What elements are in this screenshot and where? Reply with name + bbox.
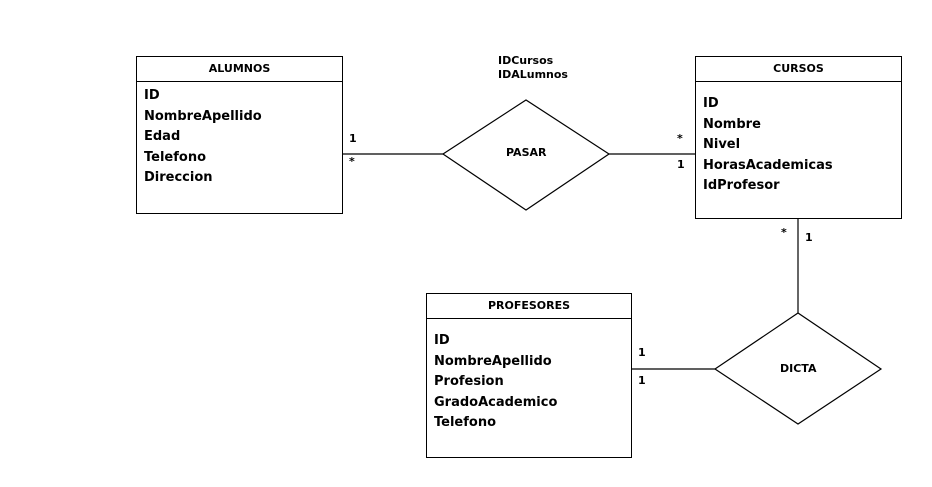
entity-alumnos-attributes: ID NombreApellido Edad Telefono Direccio… — [137, 82, 342, 189]
cardinality-cursos-pasar-lower: 1 — [677, 158, 685, 171]
entity-cursos-attributes: ID Nombre Nivel HorasAcademicas IdProfes… — [696, 82, 901, 197]
attribute: IdProfesor — [703, 178, 780, 193]
attribute: NombreApellido — [144, 108, 262, 124]
attribute: Nombre — [703, 116, 761, 132]
relationship-pasar-label: PASAR — [506, 146, 547, 159]
relationship-pasar-attribute: IDCursos — [498, 54, 554, 67]
attribute: Nivel — [703, 137, 741, 152]
cardinality-alumnos-pasar-upper: 1 — [349, 132, 357, 145]
attribute: NombreApellido — [434, 353, 552, 369]
attribute: Profesion — [434, 374, 504, 389]
entity-profesores-title: PROFESORES — [427, 294, 631, 319]
cardinality-cursos-pasar-upper: * — [677, 132, 683, 145]
attribute: HorasAcademicas — [703, 157, 833, 173]
relationship-pasar-diamond — [441, 99, 611, 211]
entity-cursos-title: CURSOS — [696, 57, 901, 82]
attribute: Edad — [144, 129, 181, 144]
attribute: Telefono — [434, 415, 497, 430]
cardinality-profesores-dicta-lower: 1 — [638, 374, 646, 387]
entity-alumnos-title: ALUMNOS — [137, 57, 342, 82]
attribute: GradoAcademico — [434, 394, 558, 410]
attribute: Direccion — [144, 170, 213, 185]
cardinality-cursos-dicta-right: 1 — [805, 231, 813, 244]
entity-profesores-attributes: ID NombreApellido Profesion GradoAcademi… — [427, 319, 631, 434]
cardinality-alumnos-pasar-lower: * — [349, 155, 355, 168]
attribute: ID — [703, 96, 719, 111]
relationship-pasar-attribute: IDALumnos — [498, 68, 568, 81]
cardinality-cursos-dicta-left: * — [781, 226, 787, 239]
attribute: ID — [434, 333, 450, 348]
attribute: ID — [144, 88, 160, 103]
entity-alumnos: ALUMNOS ID NombreApellido Edad Telefono … — [136, 56, 343, 214]
entity-cursos: CURSOS ID Nombre Nivel HorasAcademicas I… — [695, 56, 902, 219]
cardinality-profesores-dicta-upper: 1 — [638, 346, 646, 359]
entity-profesores: PROFESORES ID NombreApellido Profesion G… — [426, 293, 632, 458]
attribute: Telefono — [144, 149, 207, 165]
relationship-dicta-diamond — [713, 312, 883, 425]
relationship-dicta-label: DICTA — [780, 362, 817, 375]
